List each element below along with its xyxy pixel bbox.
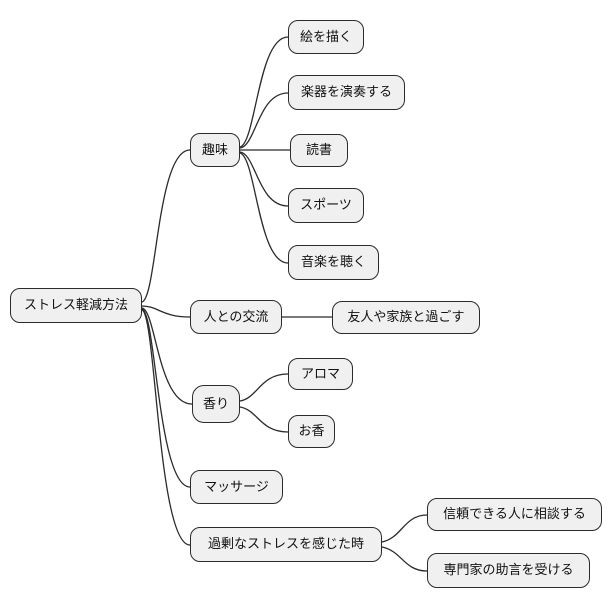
node-massage: マッサージ (190, 470, 283, 504)
node-consult-trusted-person: 信頼できる人に相談する (427, 498, 602, 531)
edge-hobby-sports (239, 151, 289, 207)
node-aroma: アロマ (288, 358, 353, 390)
edge-overstress-expert (381, 546, 428, 572)
edge-hobby-draw (239, 36, 289, 148)
edge-overstress-consult (381, 514, 428, 543)
edge-scent-incense (239, 406, 289, 433)
edge-root-scent (141, 307, 193, 405)
node-excessive-stress: 過剰なストレスを感じた時 (190, 527, 382, 562)
edge-root-hobby (141, 149, 191, 303)
node-hobby: 趣味 (190, 133, 240, 167)
edge-hobby-music (239, 152, 289, 264)
node-expert-advice: 専門家の助言を受ける (427, 553, 590, 588)
node-incense: お香 (288, 415, 335, 448)
node-draw-picture: 絵を描く (288, 20, 364, 54)
edge-root-social (141, 305, 191, 318)
node-listen-music: 音楽を聴く (288, 245, 379, 280)
node-sports: スポーツ (288, 188, 364, 223)
edge-hobby-instrument (239, 92, 289, 149)
edge-root-massage (141, 308, 191, 488)
node-play-instrument: 楽器を演奏する (288, 75, 405, 110)
edge-root-overstress (141, 309, 191, 546)
node-root: ストレス軽減方法 (10, 288, 142, 323)
edge-scent-aroma (239, 373, 289, 402)
node-reading: 読書 (290, 134, 348, 167)
node-scent: 香り (192, 385, 240, 423)
node-friends-family: 友人や家族と過ごす (332, 301, 480, 334)
node-social-interaction: 人との交流 (190, 300, 282, 334)
